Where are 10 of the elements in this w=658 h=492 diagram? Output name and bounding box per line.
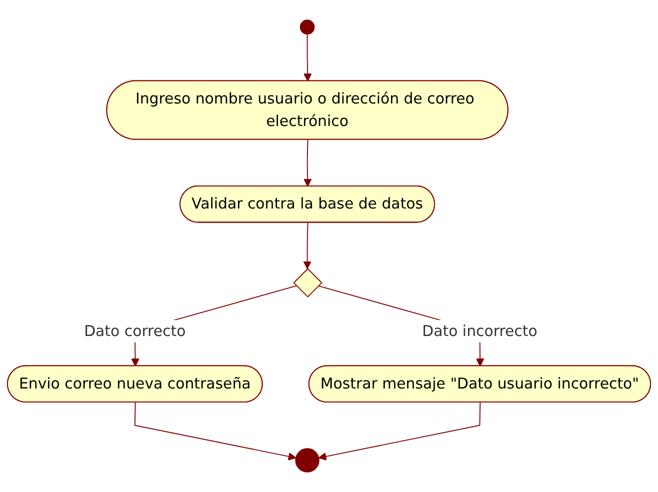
arrow xyxy=(304,139,312,187)
arrow xyxy=(318,402,481,460)
node-circle xyxy=(300,20,315,35)
edge-label: Dato correcto xyxy=(84,322,186,340)
node-diamond xyxy=(293,268,322,298)
edge-label: Dato incorrecto xyxy=(422,322,538,340)
arrow xyxy=(134,402,296,460)
arrow xyxy=(303,222,312,270)
node-circle xyxy=(295,448,320,472)
arrow xyxy=(304,34,312,82)
